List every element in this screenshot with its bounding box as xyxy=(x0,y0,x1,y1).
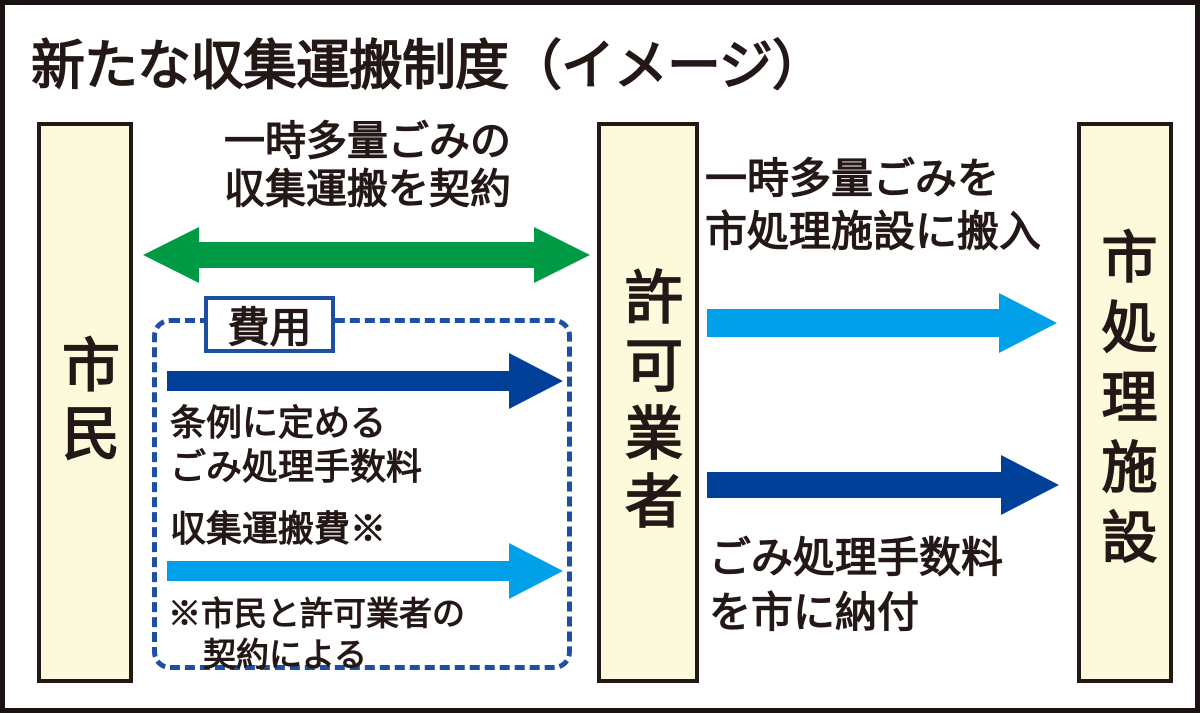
right-arrow-icon xyxy=(707,293,1057,353)
diagram-title: 新たな収集運搬制度（イメージ） xyxy=(31,36,826,96)
carry-in-label: 一時多量ごみを 市処理施設に搬入 xyxy=(705,153,1041,258)
carry-in-label-line2: 市処理施設に搬入 xyxy=(705,207,1042,255)
carry-in-label-line1: 一時多量ごみを xyxy=(705,155,1000,202)
transport-fee-label: 収集運搬費※ xyxy=(170,508,387,549)
licensed-operator-box: 許可業者 xyxy=(597,122,699,683)
right-arrow-icon xyxy=(707,455,1059,515)
citizens-label: 市民 xyxy=(53,334,118,471)
double-arrow-icon xyxy=(143,227,590,283)
licensed-operator-label: 許可業者 xyxy=(616,266,681,539)
contract-label-line1: 一時多量ごみの xyxy=(224,118,511,164)
payment-label-line2: を市に納付 xyxy=(709,588,920,636)
fee-label-line1: 条例に定める xyxy=(170,402,387,443)
contract-label-line2: 収集運搬を契約 xyxy=(224,166,511,213)
cost-dotted-box xyxy=(152,318,572,670)
transport-fee-arrow xyxy=(167,543,563,599)
right-arrow-icon xyxy=(167,353,563,409)
contract-note: ※市民と許可業者の 契約による xyxy=(168,593,465,676)
fee-label-line2: ごみ処理手数料 xyxy=(170,445,423,487)
fee-label: 条例に定める ごみ処理手数料 xyxy=(170,401,422,489)
contract-label: 一時多量ごみの 収集運搬を契約 xyxy=(145,117,590,214)
citizens-box: 市民 xyxy=(37,122,133,683)
contract-note-line1: ※市民と許可業者の xyxy=(168,595,465,632)
carry-in-arrow xyxy=(707,293,1057,353)
city-facility-box: 市処理施設 xyxy=(1077,122,1173,683)
city-facility-label: 市処理施設 xyxy=(1094,227,1157,578)
payment-arrow xyxy=(707,455,1059,515)
cost-box-title: 費用 xyxy=(204,296,335,353)
fee-arrow xyxy=(167,353,563,409)
contract-double-arrow xyxy=(143,227,590,283)
contract-note-line2: 契約による xyxy=(203,636,368,674)
payment-label-line1: ごみ処理手数料 xyxy=(709,534,1004,581)
right-arrow-icon xyxy=(167,543,563,599)
payment-label: ごみ処理手数料 を市に納付 xyxy=(709,531,1003,640)
